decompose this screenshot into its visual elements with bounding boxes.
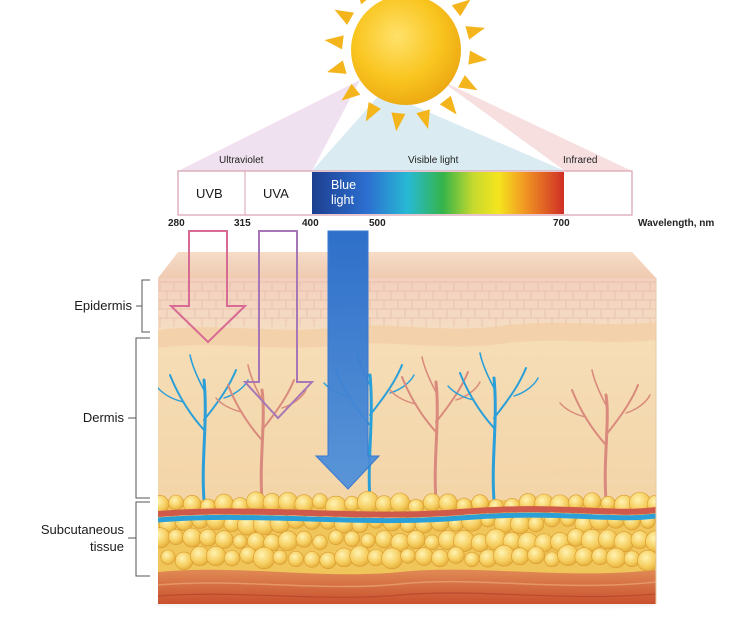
uva-label: UVA (263, 186, 289, 201)
tick-label-315: 315 (234, 218, 251, 229)
infrared-band-label: Infrared (563, 155, 598, 166)
ultraviolet-band-label: Ultraviolet (219, 155, 264, 166)
muscle-layer (158, 569, 656, 604)
blue-light-label-line2: light (331, 193, 354, 207)
blue-light-penetration-arrow (314, 230, 381, 490)
epidermis-layer (158, 278, 656, 330)
uvb-penetration-arrow (168, 230, 248, 344)
skin-surface (158, 252, 656, 278)
blue-light-label: Blue light (331, 178, 356, 208)
wavelength-axis-label: Wavelength, nm (638, 218, 715, 229)
spectrum-bar (177, 170, 633, 216)
epidermis-label: Epidermis (74, 298, 132, 313)
dermis-label: Dermis (82, 410, 124, 425)
tick-label-400: 400 (302, 218, 319, 229)
subcutaneous-label-line2: tissue (90, 539, 124, 554)
sun-icon (324, 0, 488, 132)
uv-light-cone (178, 80, 360, 171)
infrared-light-cone (440, 80, 632, 171)
visible-light-band-label: Visible light (408, 155, 459, 166)
skin-cross-section (155, 252, 657, 613)
tick-label-700: 700 (553, 218, 570, 229)
subcutaneous-label: Subcutaneous tissue (6, 521, 124, 555)
tick-label-500: 500 (369, 218, 386, 229)
subcutaneous-label-line1: Subcutaneous (40, 522, 124, 537)
layer-brackets (128, 279, 150, 577)
uva-penetration-arrow (242, 230, 315, 420)
tick-label-280: 280 (168, 218, 185, 229)
blue-light-label-line1: Blue (331, 178, 357, 192)
uvb-label: UVB (196, 186, 223, 201)
visible-spectrum-gradient (312, 172, 564, 214)
